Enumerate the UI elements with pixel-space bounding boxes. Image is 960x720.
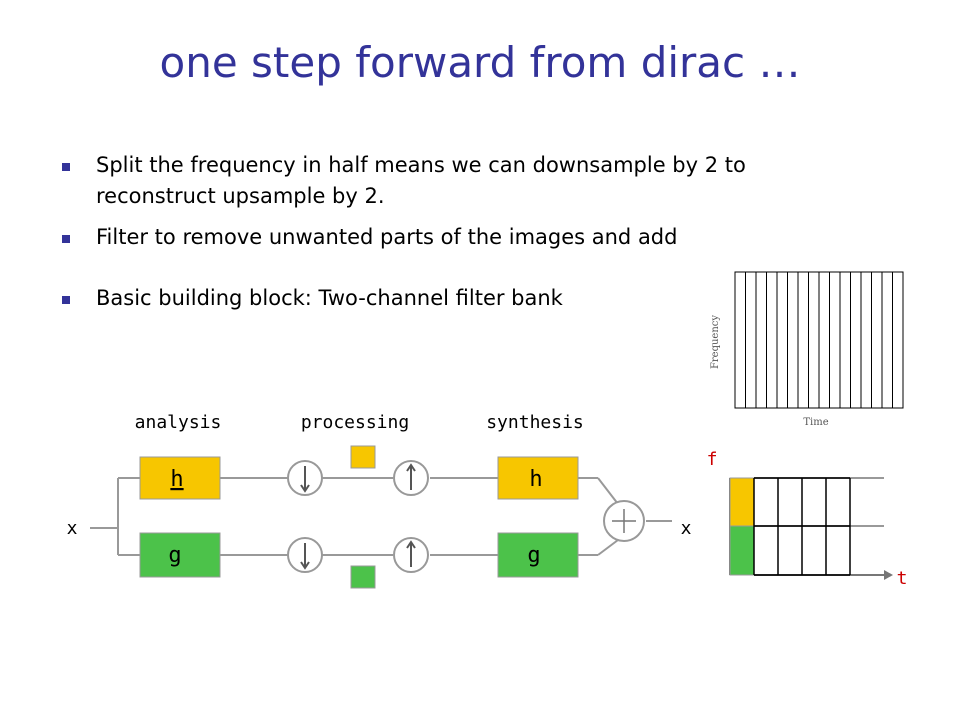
synthesis-filter-h <box>497 456 579 500</box>
output-signal-label: x <box>681 518 692 539</box>
t-axis-arrow-icon <box>884 570 893 580</box>
signal-lines <box>90 477 672 556</box>
downsample-bottom <box>287 537 323 573</box>
synthesis-filter-h-label: h <box>529 467 542 492</box>
bullet-list: Split the frequency in half means we can… <box>62 150 862 314</box>
bullet-item: Split the frequency in half means we can… <box>62 150 862 212</box>
processing-block-low <box>350 445 376 469</box>
synthesis-label: synthesis <box>486 412 584 433</box>
bullet-item: Basic building block: Two-channel filter… <box>62 283 862 314</box>
adder-plus-icon <box>603 500 645 542</box>
t-axis-label: t <box>897 568 908 589</box>
bullet-text: Basic building block: Two-channel filter… <box>96 286 563 310</box>
tiling-low-band <box>729 477 755 527</box>
synthesis-filter-g <box>497 532 579 578</box>
analysis-filter-g-label: g <box>168 543 181 568</box>
bullet-square-icon <box>62 235 70 243</box>
slide-title: one step forward from dirac … <box>159 38 801 87</box>
input-signal-label: x <box>67 518 78 539</box>
analysis-filter-h <box>139 456 221 500</box>
downsample-top <box>287 460 323 496</box>
spectrogram: Frequency Time <box>710 271 904 428</box>
tf-tiling: f t <box>707 449 908 589</box>
spectrogram-ylabel: Frequency <box>710 315 721 369</box>
tiling-cells <box>753 477 851 576</box>
upsample-bottom <box>393 537 429 573</box>
analysis-filter-g <box>139 532 221 578</box>
upsample-top <box>393 460 429 496</box>
bullet-text: Split the frequency in half means we can… <box>96 153 746 208</box>
bullet-item: Filter to remove unwanted parts of the i… <box>62 222 862 253</box>
analysis-label: analysis <box>135 412 222 433</box>
tiling-high-band <box>729 525 755 576</box>
bullet-square-icon <box>62 163 70 171</box>
synthesis-filter-g-label: g <box>527 543 540 568</box>
analysis-filter-h-label: h <box>170 467 183 492</box>
bullet-text: Filter to remove unwanted parts of the i… <box>96 225 678 249</box>
processing-block-high <box>350 565 376 589</box>
spectrogram-xlabel: Time <box>803 417 828 428</box>
spectrogram-time-slices <box>745 272 893 408</box>
processing-label: processing <box>301 412 409 433</box>
bullet-square-icon <box>62 296 70 304</box>
f-axis-label: f <box>707 449 718 470</box>
